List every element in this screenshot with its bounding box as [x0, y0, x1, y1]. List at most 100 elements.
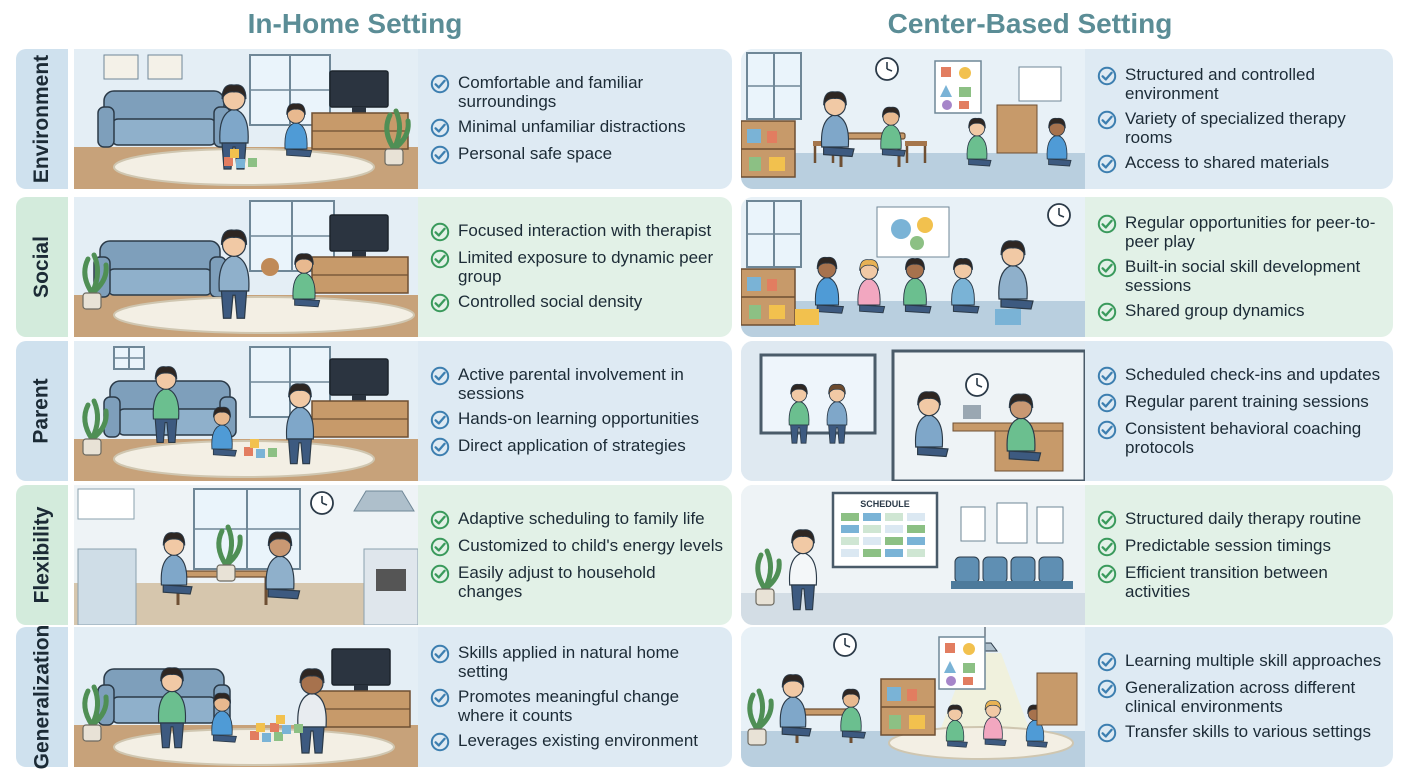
row-label-environment: Environment	[16, 49, 68, 189]
bullet-text: Customized to child's energy levels	[458, 536, 723, 555]
bullet-item: Consistent behavioral coaching protocols	[1097, 419, 1385, 457]
check-circle-icon	[430, 644, 450, 664]
bullet-item: Variety of specialized therapy rooms	[1097, 109, 1385, 147]
check-circle-icon	[1097, 510, 1117, 530]
row-label-text: Social	[30, 236, 53, 298]
bullet-text: Predictable session timings	[1125, 536, 1331, 555]
bullet-item: Active parental involvement in sessions	[430, 365, 724, 403]
bullet-text: Promotes meaningful change where it coun…	[458, 686, 680, 725]
bullet-text: Access to shared materials	[1125, 152, 1330, 172]
check-circle-icon	[1097, 723, 1117, 743]
home-illustration-parent	[74, 341, 418, 481]
bullet-text: Direct application of strategies	[458, 436, 686, 455]
bullet-item: Shared group dynamics	[1097, 301, 1385, 322]
bullet-item: Efficient transition between activities	[1097, 563, 1385, 601]
bullet-text: Built-in social skill development sessio…	[1125, 256, 1361, 295]
check-circle-icon	[430, 564, 450, 584]
bullet-item: Transfer skills to various settings	[1097, 722, 1385, 743]
check-circle-icon	[430, 118, 450, 138]
home-illustration-environment	[74, 49, 418, 189]
center-column-title: Center-Based Setting	[887, 8, 1173, 39]
bullet-item: Direct application of strategies	[430, 436, 724, 457]
bullet-text: Shared group dynamics	[1125, 300, 1305, 320]
bullet-text: Leverages existing environment	[458, 730, 699, 750]
check-circle-icon	[1097, 652, 1117, 672]
row-label-text: Environment	[30, 54, 54, 184]
bullet-text: Skills applied in natural home setting	[458, 642, 680, 681]
check-circle-icon	[1097, 564, 1117, 584]
bullet-item: Focused interaction with therapist	[430, 221, 724, 242]
bullet-item: Adaptive scheduling to family life	[430, 509, 724, 530]
check-circle-icon	[430, 410, 450, 430]
bullet-text: Regular opportunities for peer-to-peer p…	[1125, 212, 1376, 251]
bullet-item: Easily adjust to household changes	[430, 563, 724, 601]
row-label-parent: Parent	[16, 341, 68, 481]
bullet-text: Variety of specialized therapy rooms	[1125, 108, 1346, 147]
center-illustration-generalization	[741, 627, 1085, 767]
check-circle-icon	[430, 145, 450, 165]
bullet-text: Consistent behavioral coaching protocols	[1125, 419, 1362, 457]
bullet-text: Adaptive scheduling to family life	[458, 509, 705, 528]
bullet-text: Easily adjust to household changes	[458, 563, 656, 601]
check-circle-icon	[430, 437, 450, 457]
bullet-text: Structured and controlled environment	[1125, 64, 1315, 103]
bullet-item: Structured and controlled environment	[1097, 65, 1385, 103]
row-label-text: Generalization	[30, 624, 54, 769]
center-card-flexibility: SCHEDULE Structured daily therapy routine…	[741, 485, 1393, 625]
check-circle-icon	[430, 510, 450, 530]
row-label-text: Parent	[30, 378, 54, 444]
bullet-text: Limited exposure to dynamic peer group	[458, 248, 714, 286]
center-illustration-flexibility: SCHEDULE	[741, 485, 1085, 625]
row-label-text: Flexibility	[30, 506, 54, 604]
bullet-text: Efficient transition between activities	[1125, 563, 1328, 601]
bullet-item: Learning multiple skill approaches	[1097, 651, 1385, 672]
check-circle-icon	[1097, 154, 1117, 174]
check-circle-icon	[1097, 258, 1117, 278]
check-circle-icon	[430, 74, 450, 94]
check-circle-icon	[1097, 537, 1117, 557]
bullet-item: Comfortable and familiar surroundings	[430, 73, 724, 111]
bullet-item: Personal safe space	[430, 144, 724, 165]
home-illustration-social	[74, 197, 418, 337]
bullet-text: Comfortable and familiar surroundings	[458, 73, 644, 111]
bullet-item: Customized to child's energy levels	[430, 536, 724, 557]
bullet-text: Generalization across different clinical…	[1125, 678, 1356, 716]
bullet-text: Focused interaction with therapist	[458, 221, 712, 240]
center-card-social: Regular opportunities for peer-to-peer p…	[741, 197, 1393, 337]
check-circle-icon	[1097, 110, 1117, 130]
bullet-text: Learning multiple skill approaches	[1125, 651, 1382, 670]
check-circle-icon	[1097, 393, 1117, 413]
bullet-item: Generalization across different clinical…	[1097, 678, 1385, 716]
home-illustration-generalization	[74, 627, 418, 767]
check-circle-icon	[430, 222, 450, 242]
bullet-item: Promotes meaningful change where it coun…	[430, 687, 724, 725]
check-circle-icon	[1097, 66, 1117, 86]
check-circle-icon	[430, 249, 450, 269]
center-bullet-list: Regular opportunities for peer-to-peer p…	[1097, 197, 1385, 337]
row-label-social: Social	[16, 197, 68, 337]
bullet-text: Regular parent training sessions	[1125, 392, 1369, 411]
bullet-item: Controlled social density	[430, 292, 724, 313]
bullet-text: Controlled social density	[458, 292, 643, 311]
check-circle-icon	[1097, 366, 1117, 386]
center-illustration-environment	[741, 49, 1085, 189]
schedule-board-title: SCHEDULE	[860, 499, 910, 509]
bullet-text: Active parental involvement in sessions	[458, 365, 684, 403]
bullet-item: Access to shared materials	[1097, 153, 1385, 174]
row-label-generalization: Generalization	[16, 624, 68, 769]
center-illustration-parent	[741, 341, 1085, 481]
bullet-text: Personal safe space	[458, 144, 613, 163]
